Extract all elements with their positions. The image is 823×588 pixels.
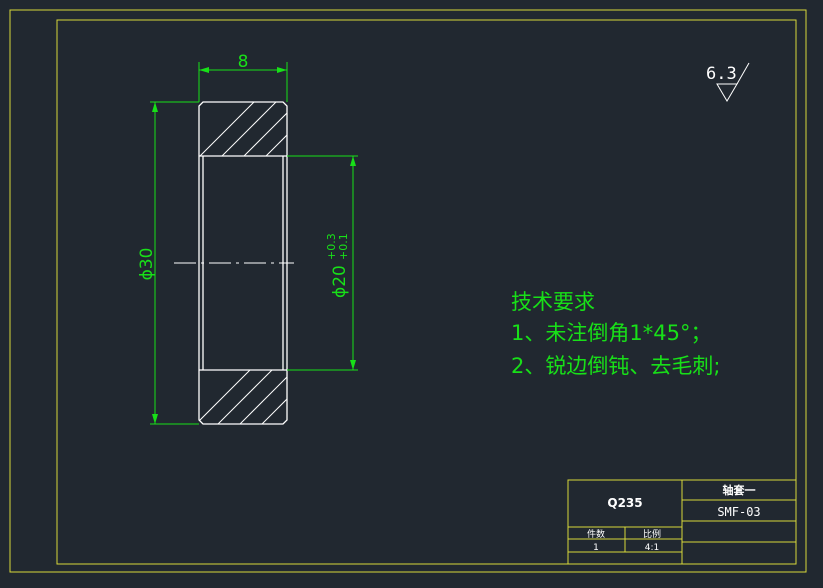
title-qty-value: 1 — [593, 543, 599, 553]
sheet-border-inner — [56, 19, 797, 565]
title-scale-value: 4:1 — [645, 543, 659, 553]
title-drawing-no: SMF-03 — [717, 505, 760, 519]
width-dimension — [198, 62, 288, 102]
inner-diameter-label: ϕ20 +0.3 +0.1 — [325, 233, 350, 298]
hatch-bottom — [199, 370, 287, 424]
title-qty-label: 件数 — [587, 528, 605, 540]
sheet-border-outer — [9, 9, 807, 573]
tech-req-item-1: 1、未注倒角1*45°； — [511, 321, 711, 345]
tech-req-item-2: 2、锐边倒钝、去毛刺; — [511, 354, 720, 378]
inner-tolerance-upper: +0.3 — [325, 233, 338, 260]
inner-tolerance-lower: +0.1 — [337, 233, 350, 260]
inner-diameter-text: ϕ20 — [330, 265, 350, 298]
outer-diameter-dimension — [150, 101, 199, 425]
title-block — [567, 479, 797, 565]
outer-diameter-text: ϕ30 — [137, 248, 157, 281]
roughness-value: 6.3 — [706, 64, 737, 84]
roughness-symbol — [716, 62, 750, 102]
title-part-name: 轴套一 — [723, 483, 756, 497]
width-dimension-text: 8 — [238, 52, 249, 72]
part-outline — [198, 101, 288, 425]
title-material: Q235 — [607, 496, 642, 510]
title-scale-label: 比例 — [643, 528, 661, 540]
hatch-top — [199, 102, 287, 156]
tech-req-heading: 技术要求 — [511, 290, 595, 314]
inner-diameter-dimension — [287, 155, 358, 371]
